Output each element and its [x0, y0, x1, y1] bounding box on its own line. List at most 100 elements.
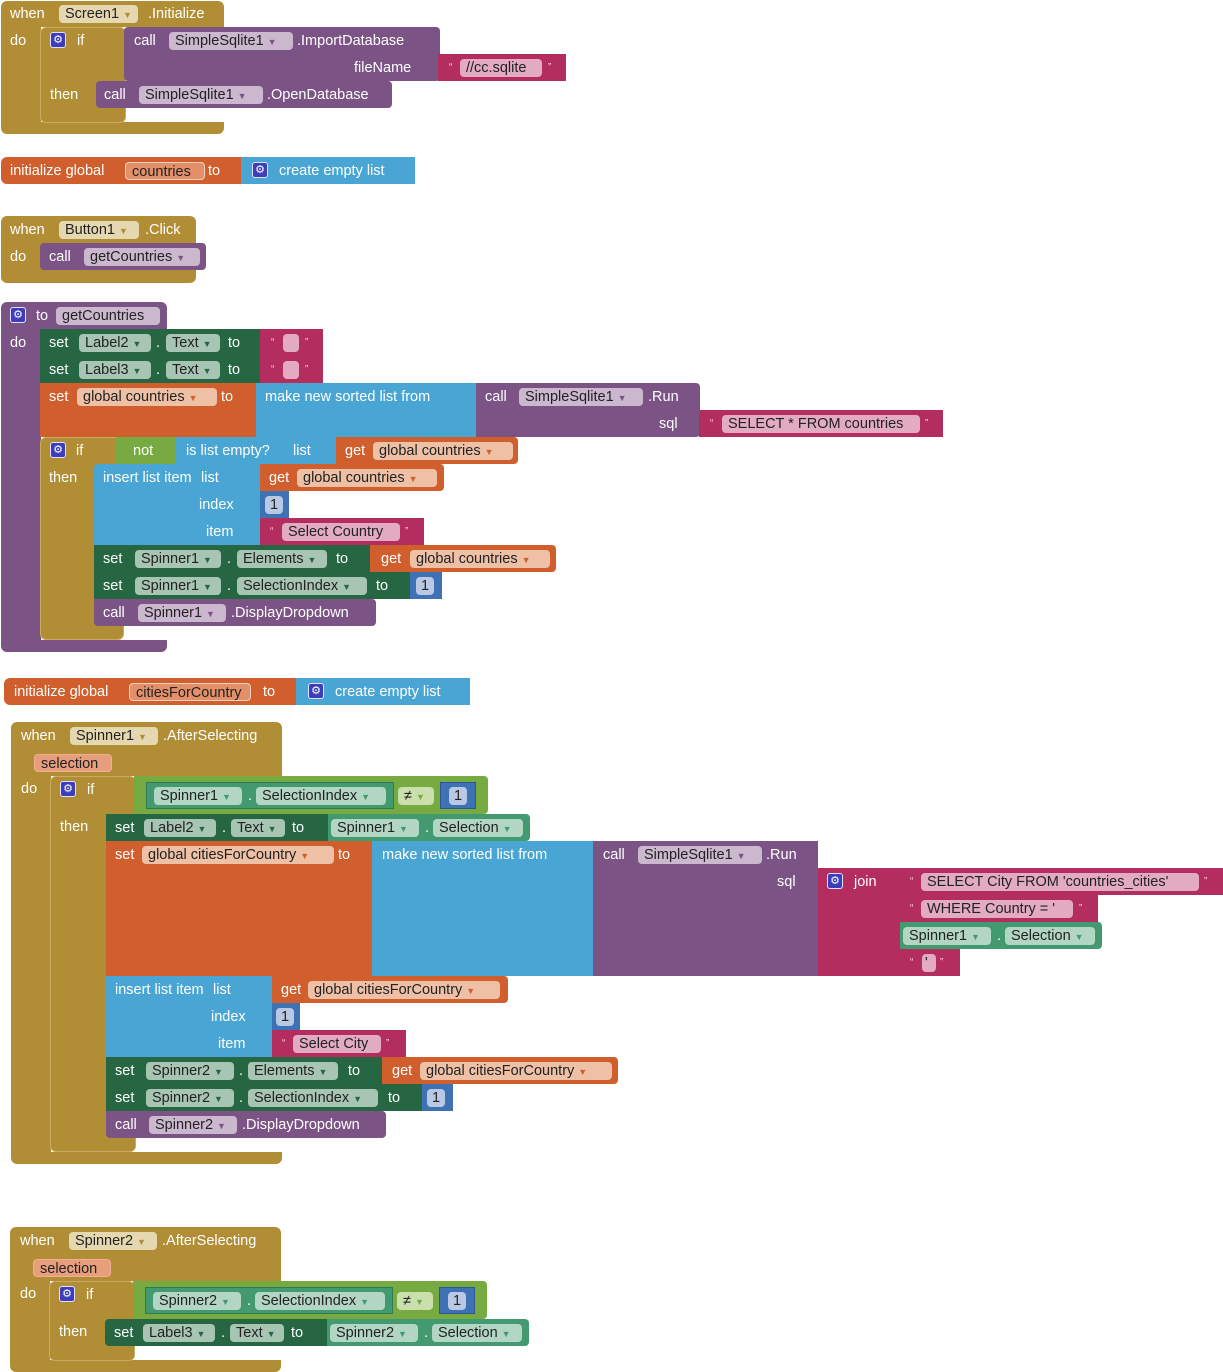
variable-dropdown[interactable]: global countries▼ — [410, 550, 550, 568]
component-dropdown[interactable]: Spinner2▼ — [330, 1324, 418, 1342]
component-dropdown[interactable]: Label3▼ — [143, 1324, 215, 1342]
text-value[interactable] — [283, 334, 299, 352]
number-block[interactable] — [440, 782, 476, 809]
gear-icon[interactable]: ⚙ — [60, 781, 76, 797]
gear-icon[interactable]: ⚙ — [827, 873, 843, 889]
component-dropdown[interactable]: Label2▼ — [79, 334, 151, 352]
number-value[interactable]: 1 — [276, 1008, 295, 1026]
component-dropdown[interactable]: Spinner2▼ — [69, 1232, 157, 1250]
make-sorted-list-block[interactable] — [256, 383, 476, 437]
insert-list-item-block[interactable] — [94, 464, 260, 545]
number-value[interactable]: 1 — [265, 496, 284, 514]
component-name: Label2 — [150, 820, 194, 836]
gear-icon[interactable]: ⚙ — [252, 162, 268, 178]
text-value[interactable]: SELECT City FROM 'countries_cities' — [921, 873, 1199, 891]
db-dropdown[interactable]: SimpleSqlite1▼ — [169, 32, 293, 50]
db-dropdown[interactable]: SimpleSqlite1▼ — [139, 86, 263, 104]
variable-name: global countries — [303, 470, 405, 486]
component-dropdown[interactable]: Spinner2▼ — [146, 1089, 234, 1107]
component-dropdown[interactable]: Spinner1▼ — [331, 819, 419, 837]
chevron-down-icon: ▼ — [415, 792, 425, 802]
number-value[interactable]: 1 — [448, 1292, 467, 1310]
component-dropdown[interactable]: Label3▼ — [79, 361, 151, 379]
property-dropdown[interactable]: Elements▼ — [237, 550, 327, 568]
text-value[interactable]: Select Country — [282, 523, 400, 541]
create-empty-list-block[interactable] — [296, 678, 470, 705]
text-value[interactable]: SELECT * FROM countries — [722, 415, 920, 433]
number-value[interactable]: 1 — [449, 787, 468, 805]
property-dropdown[interactable]: SelectionIndex▼ — [248, 1089, 378, 1107]
gear-icon[interactable]: ⚙ — [50, 32, 66, 48]
property-dropdown[interactable]: Text▼ — [166, 361, 220, 379]
property-dropdown[interactable]: Selection▼ — [1005, 927, 1095, 945]
component-dropdown[interactable]: Spinner1▼ — [138, 604, 226, 622]
chevron-down-icon: ▼ — [408, 474, 418, 484]
text-value[interactable]: //cc.sqlite — [460, 59, 542, 77]
operator-dropdown[interactable]: ≠▼ — [397, 1292, 433, 1310]
insert-list-item-block[interactable] — [106, 976, 272, 1057]
var-name-field[interactable]: citiesForCountry — [129, 683, 251, 701]
set-label2-text[interactable] — [106, 814, 328, 841]
component-dropdown[interactable]: Screen1▼ — [59, 5, 138, 23]
component-dropdown[interactable]: Spinner1▼ — [135, 550, 221, 568]
variable-dropdown[interactable]: global countries▼ — [373, 442, 513, 460]
property-dropdown[interactable]: Text▼ — [231, 819, 285, 837]
procedure-dropdown[interactable]: getCountries▼ — [84, 248, 200, 266]
call-label: call — [49, 249, 71, 265]
gear-icon[interactable]: ⚙ — [10, 307, 26, 323]
make-sorted-list-block[interactable] — [372, 841, 594, 976]
event-name: .AfterSelecting — [163, 728, 258, 744]
component-dropdown[interactable]: Button1▼ — [59, 221, 139, 239]
property-dropdown[interactable]: SelectionIndex▼ — [237, 577, 367, 595]
property-dropdown[interactable]: Text▼ — [230, 1324, 284, 1342]
to-label: to — [336, 551, 349, 567]
gear-icon[interactable]: ⚙ — [50, 442, 66, 458]
chevron-down-icon: ▼ — [300, 851, 310, 861]
var-name-field[interactable]: countries — [125, 162, 205, 180]
chevron-down-icon: ▼ — [971, 932, 980, 942]
gear-icon[interactable]: ⚙ — [308, 683, 324, 699]
parameter-selection[interactable]: selection — [33, 1259, 111, 1277]
property-dropdown[interactable]: Elements▼ — [248, 1062, 338, 1080]
number-value[interactable]: 1 — [416, 577, 435, 595]
component-dropdown[interactable]: Spinner1▼ — [135, 577, 221, 595]
close-quote: ” — [940, 957, 944, 968]
property-dropdown[interactable]: Selection▼ — [433, 819, 523, 837]
property-dropdown[interactable]: Selection▼ — [432, 1324, 522, 1342]
variable-name: global countries — [83, 389, 185, 405]
variable-name: global citiesForCountry — [426, 1063, 575, 1079]
component-dropdown[interactable]: Spinner2▼ — [153, 1292, 241, 1310]
variable-dropdown[interactable]: global citiesForCountry▼ — [420, 1062, 612, 1080]
component-dropdown[interactable]: Spinner1▼ — [154, 787, 242, 805]
text-value[interactable]: ' — [922, 954, 936, 972]
variable-dropdown[interactable]: global citiesForCountry▼ — [142, 846, 334, 864]
property-dropdown[interactable]: SelectionIndex▼ — [255, 1292, 385, 1310]
procedure-name-field[interactable]: getCountries — [56, 307, 160, 325]
number-value[interactable]: 1 — [427, 1089, 446, 1107]
set-label3-text[interactable] — [105, 1319, 327, 1346]
property-dropdown[interactable]: SelectionIndex▼ — [256, 787, 386, 805]
component-dropdown[interactable]: Spinner1▼ — [903, 927, 991, 945]
component-dropdown[interactable]: Label2▼ — [144, 819, 216, 837]
is-list-empty-block[interactable] — [176, 437, 336, 464]
variable-dropdown[interactable]: global countries▼ — [297, 469, 437, 487]
property-dropdown[interactable]: Text▼ — [166, 334, 220, 352]
text-value[interactable] — [283, 361, 299, 379]
chevron-down-icon: ▼ — [266, 1329, 276, 1339]
component-dropdown[interactable]: Spinner2▼ — [149, 1116, 237, 1134]
component-dropdown[interactable]: Spinner2▼ — [146, 1062, 234, 1080]
db-dropdown[interactable]: SimpleSqlite1▼ — [519, 388, 643, 406]
variable-dropdown[interactable]: global citiesForCountry▼ — [308, 981, 500, 999]
parameter-selection[interactable]: selection — [34, 754, 112, 772]
open-quote: “ — [910, 903, 914, 914]
gear-icon[interactable]: ⚙ — [59, 1286, 75, 1302]
operator-dropdown[interactable]: ≠▼ — [398, 787, 434, 805]
create-empty-list-block[interactable] — [241, 157, 415, 184]
db-dropdown[interactable]: SimpleSqlite1▼ — [638, 846, 762, 864]
text-value[interactable]: WHERE Country = ' — [921, 900, 1073, 918]
component-dropdown[interactable]: Spinner1▼ — [70, 727, 158, 745]
chevron-down-icon: ▼ — [176, 253, 186, 263]
variable-dropdown[interactable]: global countries▼ — [77, 388, 217, 406]
text-value[interactable]: Select City — [293, 1035, 381, 1053]
not-block[interactable] — [116, 437, 176, 464]
